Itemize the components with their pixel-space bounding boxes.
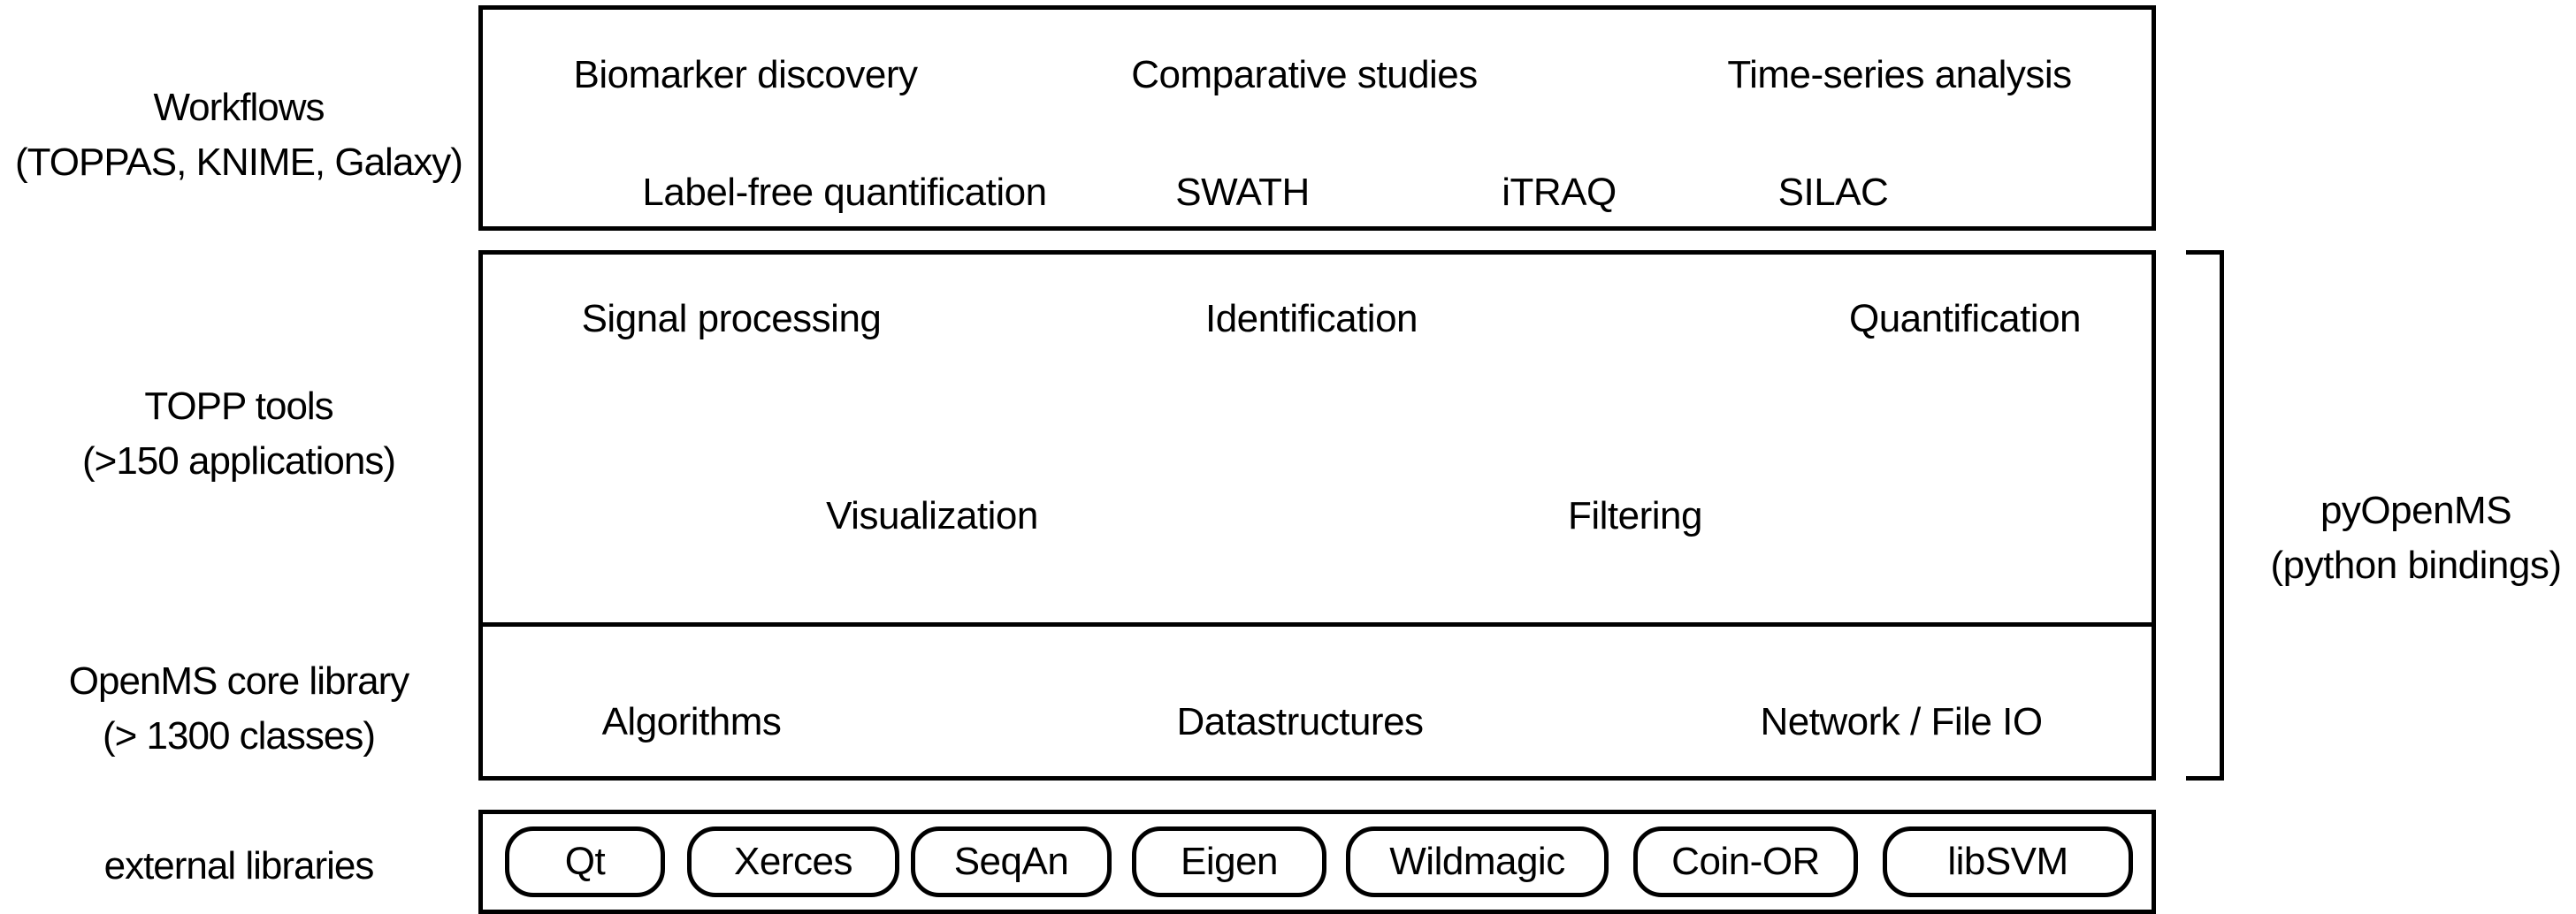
workflows-layer-label: Workflows (TOPPAS, KNIME, Galaxy): [0, 80, 478, 190]
external-lib-pill-qt: Qt: [505, 826, 665, 897]
pyopenms-bracket-icon: [2186, 250, 2224, 781]
workflow-item-time-series-analysis: Time-series analysis: [1727, 52, 2072, 96]
topp-item-identification: Identification: [1204, 296, 1418, 340]
core-library-box: [478, 622, 2156, 781]
workflows-layer-title: Workflows: [153, 86, 325, 129]
workflow-item-silac: SILAC: [1777, 170, 1889, 214]
topp-item-signal-processing: Signal processing: [581, 296, 882, 340]
topp-layer-label: TOPP tools (>150 applications): [0, 379, 478, 489]
workflow-item-biomarker-discovery: Biomarker discovery: [573, 52, 918, 96]
external-lib-pill-seqan: SeqAn: [911, 826, 1112, 897]
core-layer-label: OpenMS core library (> 1300 classes): [0, 654, 478, 764]
topp-layer-subtitle: (>150 applications): [81, 439, 396, 483]
topp-item-quantification: Quantification: [1848, 296, 2082, 340]
topp-item-visualization: Visualization: [826, 493, 1038, 537]
workflow-item-swath: SWATH: [1175, 170, 1310, 214]
external-layer-label: external libraries: [0, 839, 478, 894]
external-lib-pill-eigen: Eigen: [1132, 826, 1326, 897]
topp-item-filtering: Filtering: [1568, 493, 1703, 537]
pyopenms-label: pyOpenMS (python bindings): [2239, 484, 2576, 593]
external-lib-pill-xerces: Xerces: [687, 826, 899, 897]
external-lib-pill-coin-or: Coin-OR: [1633, 826, 1858, 897]
topp-layer-title: TOPP tools: [144, 385, 333, 428]
workflows-layer-subtitle: (TOPPAS, KNIME, Galaxy): [15, 141, 463, 184]
pyopenms-subtitle: (python bindings): [2270, 544, 2562, 587]
external-layer-title: external libraries: [103, 844, 375, 887]
external-lib-pill-wildmagic: Wildmagic: [1346, 826, 1609, 897]
external-lib-pill-libsvm: libSVM: [1883, 826, 2133, 897]
core-layer-title: OpenMS core library: [68, 659, 409, 703]
core-item-algorithms: Algorithms: [601, 699, 782, 743]
workflow-item-comparative-studies: Comparative studies: [1131, 52, 1478, 96]
workflow-item-label-free-quantification: Label-free quantification: [642, 170, 1047, 214]
pyopenms-title: pyOpenMS: [2320, 489, 2512, 532]
workflow-item-itraq: iTRAQ: [1502, 170, 1617, 214]
core-item-network-file-io: Network / File IO: [1760, 699, 2043, 743]
core-layer-subtitle: (> 1300 classes): [102, 714, 376, 758]
workflows-box: [478, 5, 2156, 231]
topp-tools-box: [478, 250, 2156, 622]
core-item-datastructures: Datastructures: [1176, 699, 1424, 743]
